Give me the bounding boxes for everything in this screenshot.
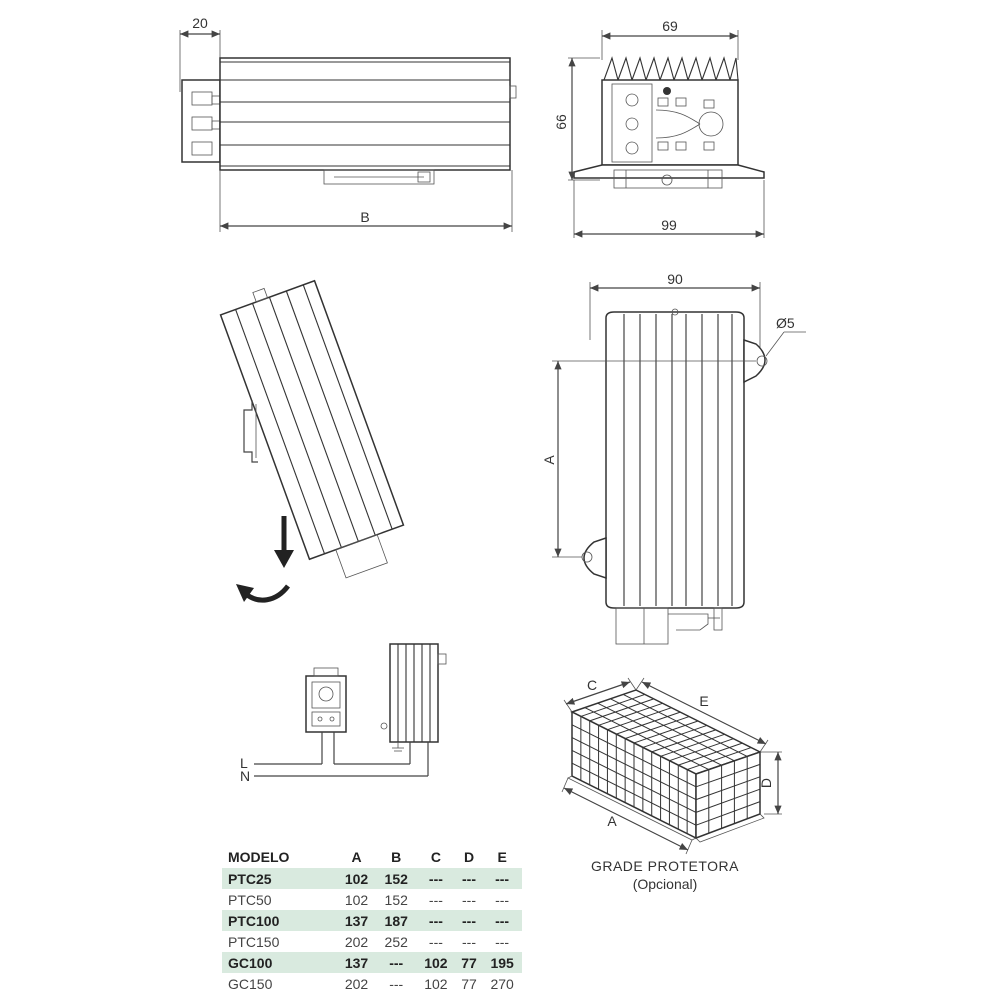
cage-wire (695, 801, 761, 826)
table-cell: --- (482, 910, 522, 931)
table-header-cell: B (391, 849, 402, 865)
table-header-cell: D (463, 849, 475, 865)
table-cell: PTC150 (228, 933, 280, 950)
dim-front-height: A (541, 455, 557, 465)
table-cell: 102 (416, 952, 456, 973)
table-cell: --- (462, 891, 476, 908)
table-row: PTC50 102 152 --- --- --- (222, 889, 522, 910)
table-cell: 102 (336, 868, 377, 889)
cage-wire (571, 724, 697, 788)
table-cell: 202 (344, 975, 369, 992)
end-view: 69 66 99 (553, 18, 765, 238)
table-cell: 270 (490, 975, 514, 992)
dim-top-width: 20 (192, 15, 208, 31)
table-cell: PTC100 (222, 910, 337, 931)
table-cell: --- (428, 933, 443, 950)
table-header-cell: C (430, 849, 441, 865)
cage-wire (678, 742, 743, 766)
cage-dim-a: A (607, 813, 617, 829)
table-cell: --- (416, 868, 456, 889)
table-cell: 195 (482, 952, 522, 973)
table-cell: GC150 (228, 975, 273, 992)
cage-wire (686, 747, 752, 771)
table-cell: PTC50 (228, 891, 272, 908)
wire-label-l: L (240, 755, 248, 771)
table-cell: --- (482, 868, 522, 889)
table-cell: 102 (344, 891, 369, 908)
cage-wire (695, 776, 761, 801)
cage-wire (580, 693, 646, 717)
table-cell: GC100 (222, 952, 337, 973)
cage-subtitle: (Opcional) (632, 876, 698, 892)
table-cell: --- (416, 910, 456, 931)
table-cell: 187 (376, 910, 417, 931)
table-cell: 137 (336, 910, 377, 931)
cage-dim-e: E (699, 693, 708, 709)
table-row: PTC150 202 252 --- --- --- (222, 931, 522, 952)
side-view-length: 20 B (179, 15, 517, 232)
table-cell: --- (462, 933, 476, 950)
dim-hole-diameter: Ø5 (776, 315, 795, 331)
dim-side-height: 66 (553, 114, 569, 130)
table-cell: 77 (461, 975, 477, 992)
cage-wire (695, 763, 761, 788)
table-cell: 137 (336, 952, 377, 973)
cage-dim-d: D (758, 778, 774, 788)
cage-wire (695, 788, 761, 813)
table-cell: 202 (344, 933, 369, 950)
table-cell: --- (455, 910, 483, 931)
dim-side-base: 99 (661, 217, 677, 233)
table-row: GC150 202 --- 102 77 270 (222, 973, 522, 994)
dim-length-b: B (360, 209, 369, 225)
mounting-view (219, 279, 405, 603)
table-header-row: MODELO A B C D E (222, 846, 522, 868)
wire-label-n: N (240, 768, 250, 784)
table-cell: --- (428, 891, 443, 908)
table-cell: 152 (384, 891, 408, 908)
table-cell: 102 (424, 975, 448, 992)
front-view: 90 Ø5 A (541, 271, 806, 645)
table-cell: 152 (376, 868, 417, 889)
cage-title: GRADE PROTETORA (590, 858, 740, 874)
table-cell: --- (376, 952, 417, 973)
dim-side-width: 69 (662, 18, 678, 34)
cage-dim-c: C (587, 677, 597, 693)
table-header-cell: A (351, 849, 362, 865)
protective-cage: C E D A (561, 677, 782, 855)
table-cell: 77 (455, 952, 483, 973)
table-cell: --- (495, 933, 510, 950)
table-header-cell: MODELO (228, 849, 290, 865)
table-cell: --- (495, 891, 510, 908)
table-cell: --- (389, 975, 404, 992)
dim-front-width: 90 (667, 271, 683, 287)
table-cell: PTC25 (222, 868, 337, 889)
table-header-cell: E (497, 849, 507, 865)
wiring-diagram: L N (240, 643, 447, 784)
table-cell: 252 (384, 933, 408, 950)
table-cell: --- (455, 868, 483, 889)
